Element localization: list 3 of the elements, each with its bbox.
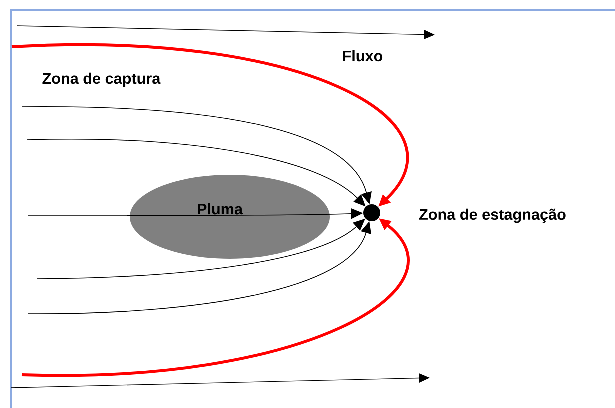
- zone-label: Zona de captura: [42, 72, 161, 88]
- zone-label: Fluxo: [343, 50, 383, 62]
- zone-label: Zona de estagnação: [420, 208, 566, 224]
